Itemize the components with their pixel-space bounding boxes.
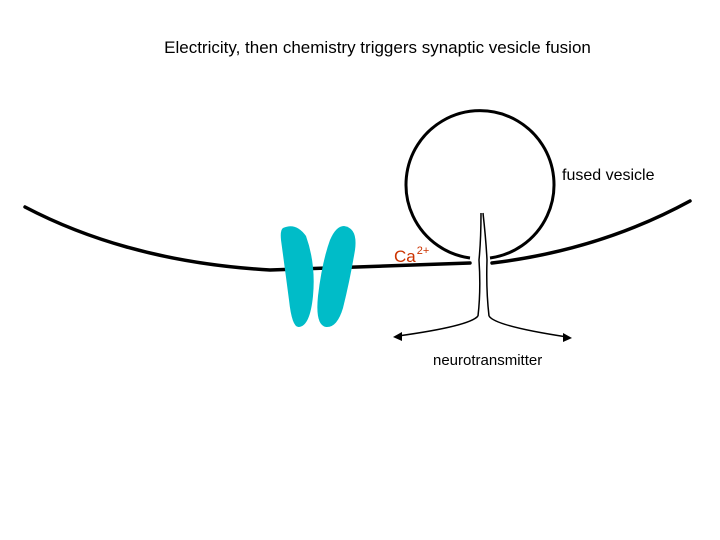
calcium-label: Ca2+ [394,245,430,266]
presynaptic-membrane-left [23,205,472,272]
ion-channel-right-subunit [317,226,356,328]
release-path-left [397,315,479,337]
presynaptic-membrane-right [490,199,692,265]
arrowhead-left [393,332,402,341]
calcium-charge: 2+ [416,245,430,257]
diagram-title: Electricity, then chemistry triggers syn… [164,38,591,57]
neurotransmitter-label: neurotransmitter [433,352,543,369]
fused-vesicle-label: fused vesicle [562,167,655,184]
vesicle [404,109,556,260]
arrowhead-right [563,333,572,342]
neurotransmitter-release [482,212,490,317]
release-path-right [488,315,568,338]
ion-channel-left-subunit [280,226,314,328]
